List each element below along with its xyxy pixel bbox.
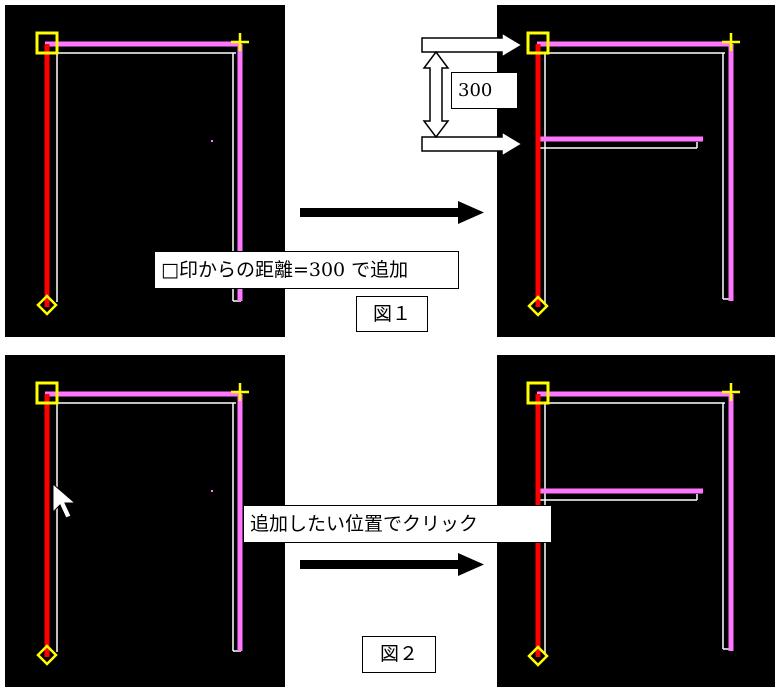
- fig1-before-panel: [5, 5, 285, 337]
- fig2-before-drawing: [35, 381, 249, 666]
- fig2-caption: 図２: [362, 636, 436, 673]
- cross-marker-icon: [722, 383, 740, 401]
- dot-marker: [211, 140, 213, 142]
- diamond-marker-icon: [36, 644, 58, 666]
- mouse-cursor-icon: [52, 482, 77, 519]
- lower-pointer-arrow: [421, 130, 524, 157]
- distance-label: 300: [451, 72, 518, 109]
- square-marker-icon: [35, 381, 59, 405]
- square-marker-icon: [35, 31, 59, 55]
- cross-marker-icon: [231, 33, 249, 51]
- fig2-instruction: 追加したい位置でクリック: [243, 505, 552, 543]
- fig1-dimension-annotation: [421, 32, 524, 157]
- diamond-marker-icon: [527, 645, 549, 667]
- fig1-instruction: □印からの距離=300 で追加: [154, 251, 459, 289]
- cross-marker-icon: [231, 383, 249, 401]
- square-marker-icon: [526, 31, 550, 55]
- cross-marker-icon: [722, 33, 740, 51]
- fig1-after-panel: [497, 5, 775, 337]
- diamond-marker-icon: [527, 295, 549, 317]
- fig2-transition-arrow: [300, 553, 484, 576]
- fig1-caption: 図１: [356, 296, 428, 332]
- square-marker-icon: [526, 381, 550, 405]
- dimension-double-arrow: [422, 50, 450, 139]
- fig1-transition-arrow: [300, 201, 484, 224]
- dot-marker: [211, 490, 213, 492]
- fig2-before-panel: [5, 355, 285, 687]
- fig1-after-drawing: [526, 31, 740, 317]
- diamond-marker-icon: [36, 294, 58, 316]
